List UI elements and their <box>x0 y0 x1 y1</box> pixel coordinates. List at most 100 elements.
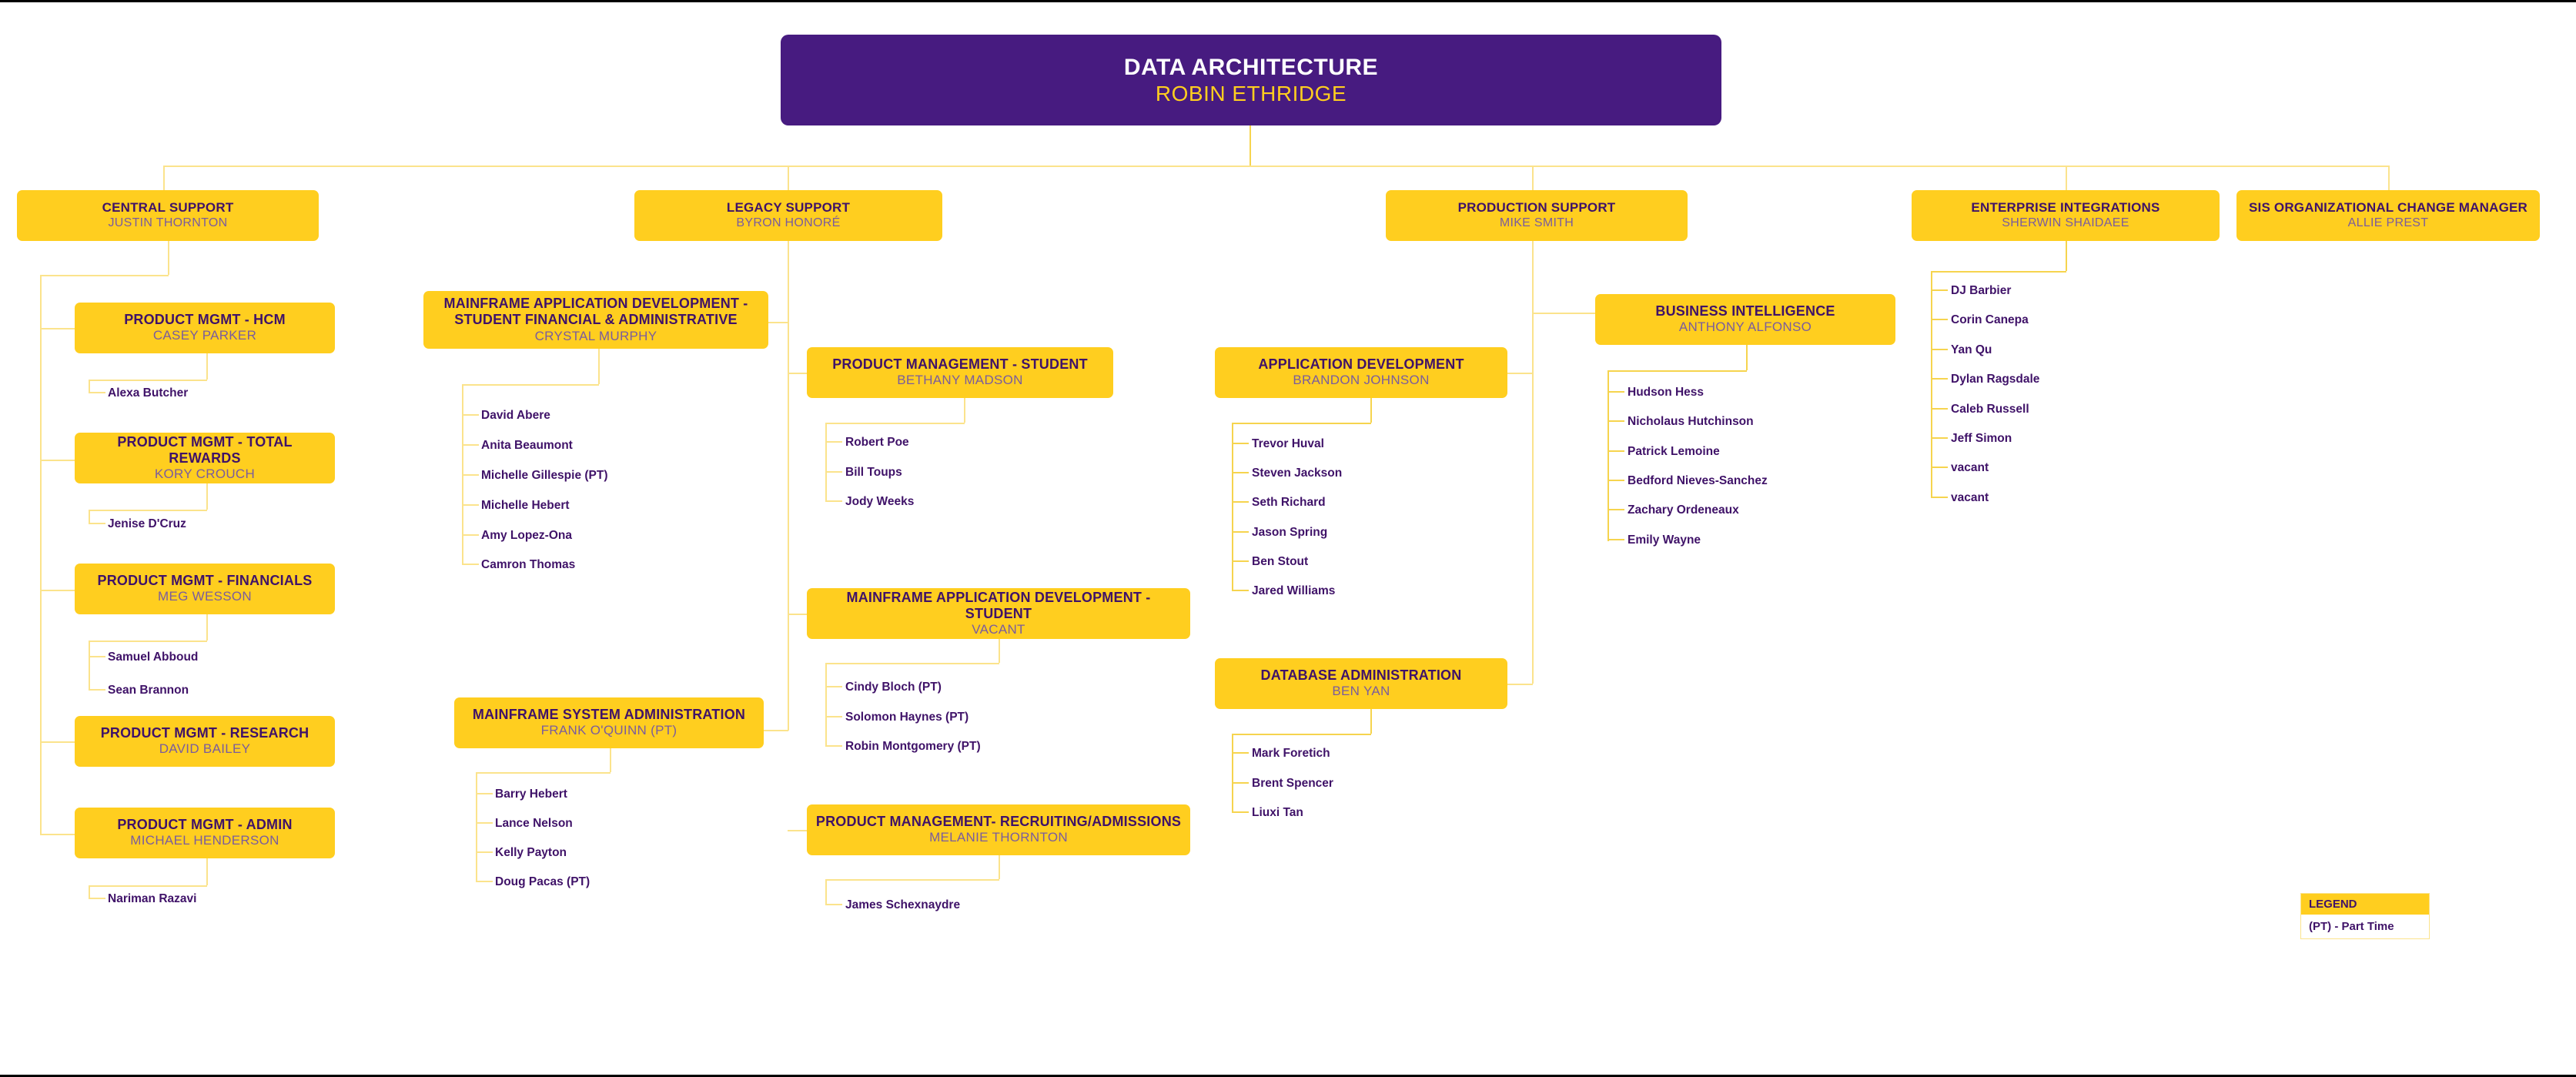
node-title: APPLICATION DEVELOPMENT <box>1258 356 1464 373</box>
connector-appdev-tick-0 <box>1232 443 1249 444</box>
node-product-mgmt-admin[interactable]: PRODUCT MGMT - ADMIN MICHAEL HENDERSON <box>75 808 335 858</box>
node-person: MIKE SMITH <box>1499 216 1574 230</box>
staff-item[interactable]: Jeff Simon <box>1951 432 2012 445</box>
staff-item[interactable]: Seth Richard <box>1252 496 1326 509</box>
staff-item[interactable]: Nariman Razavi <box>108 892 197 905</box>
connector-mf-sfa-tick-0 <box>462 414 479 416</box>
connector-pm-financials-tick-1 <box>89 689 105 691</box>
node-production-support[interactable]: PRODUCTION SUPPORT MIKE SMITH <box>1386 190 1688 241</box>
node-person: CRYSTAL MURPHY <box>534 328 657 343</box>
connector-ei-tick-6 <box>1931 467 1948 468</box>
node-database-administration[interactable]: DATABASE ADMINISTRATION BEN YAN <box>1215 658 1507 709</box>
node-sis-change-manager[interactable]: SIS ORGANIZATIONAL CHANGE MANAGER ALLIE … <box>2236 190 2540 241</box>
staff-item[interactable]: Robin Montgomery (PT) <box>845 740 981 753</box>
staff-item[interactable]: Doug Pacas (PT) <box>495 875 590 888</box>
connector-branch-mainframe-app-dev-student <box>788 614 807 615</box>
connector-mf-student-tick-1 <box>825 716 842 717</box>
staff-item[interactable]: Camron Thomas <box>481 558 576 571</box>
connector-mf-sfa-tick-5 <box>462 564 479 565</box>
staff-item[interactable]: Brent Spencer <box>1252 777 1333 790</box>
staff-item[interactable]: James Schexnaydre <box>845 898 961 911</box>
staff-item[interactable]: Sean Brannon <box>108 684 189 697</box>
staff-item[interactable]: Jason Spring <box>1252 526 1328 539</box>
staff-item[interactable]: Michelle Gillespie (PT) <box>481 469 608 482</box>
staff-item[interactable]: Lance Nelson <box>495 817 573 830</box>
connector-mf-student-spine <box>825 663 827 745</box>
staff-item[interactable]: Yan Qu <box>1951 343 1992 356</box>
connector-mf-sfa-tick-4 <box>462 534 479 536</box>
staff-item[interactable]: Trevor Huval <box>1252 437 1324 450</box>
staff-item[interactable]: Dylan Ragsdale <box>1951 373 2040 386</box>
staff-item[interactable]: David Abere <box>481 409 550 422</box>
node-person: BEN YAN <box>1332 684 1390 699</box>
staff-item[interactable]: Anita Beaumont <box>481 439 573 452</box>
staff-item[interactable]: Jenise D'Cruz <box>108 517 186 530</box>
staff-item[interactable]: Mark Foretich <box>1252 747 1330 760</box>
connector-pm-student-tick-0 <box>825 441 842 443</box>
staff-item[interactable]: Steven Jackson <box>1252 467 1343 480</box>
connector-dba-stem <box>1370 708 1372 734</box>
node-person: FRANK O'QUINN (PT) <box>540 723 677 738</box>
staff-item[interactable]: Caleb Russell <box>1951 403 2029 416</box>
staff-item[interactable]: Amy Lopez-Ona <box>481 529 572 542</box>
connector-appdev-tick-4 <box>1232 560 1249 562</box>
staff-item[interactable]: Cindy Bloch (PT) <box>845 681 942 694</box>
connector-branch-pm-admin <box>40 834 75 835</box>
staff-item[interactable]: DJ Barbier <box>1951 284 2012 297</box>
staff-item[interactable]: Kelly Payton <box>495 846 567 859</box>
staff-item[interactable]: Robert Poe <box>845 436 909 449</box>
staff-item[interactable]: Jared Williams <box>1252 584 1336 597</box>
staff-item[interactable]: Emily Wayne <box>1628 533 1701 547</box>
staff-item[interactable]: Nicholaus Hutchinson <box>1628 415 1754 428</box>
staff-item[interactable]: Patrick Lemoine <box>1628 445 1720 458</box>
node-application-development[interactable]: APPLICATION DEVELOPMENT BRANDON JOHNSON <box>1215 347 1507 398</box>
node-person: BRANDON JOHNSON <box>1293 373 1430 388</box>
connector-pm-hcm-spine <box>89 380 90 393</box>
staff-item[interactable]: Alexa Butcher <box>108 386 189 400</box>
connector-ei-tick-3 <box>1931 378 1948 380</box>
connector-mf-sfa-tick-3 <box>462 504 479 506</box>
staff-item[interactable]: Solomon Haynes (PT) <box>845 711 969 724</box>
node-product-mgmt-research[interactable]: PRODUCT MGMT - RESEARCH DAVID BAILEY <box>75 716 335 767</box>
node-person: ALLIE PREST <box>2347 216 2429 230</box>
connector-drop-production-support <box>1532 166 1534 190</box>
node-mainframe-app-dev-student[interactable]: MAINFRAME APPLICATION DEVELOPMENT - STUD… <box>807 588 1190 639</box>
staff-item[interactable]: Corin Canepa <box>1951 313 2029 326</box>
staff-item[interactable]: Hudson Hess <box>1628 386 1705 399</box>
staff-item[interactable]: Bedford Nieves-Sanchez <box>1628 474 1768 487</box>
connector-branch-mainframe-app-dev-sfa <box>768 322 788 323</box>
legend-box: LEGEND (PT) - Part Time <box>2300 893 2430 939</box>
node-person: MELANIE THORNTON <box>929 830 1068 845</box>
staff-item[interactable]: Jody Weeks <box>845 495 915 508</box>
staff-item[interactable]: Ben Stout <box>1252 555 1309 568</box>
connector-bi-stem <box>1746 344 1748 370</box>
connector-mf-sysadmin-spine <box>476 772 477 881</box>
staff-item[interactable]: Samuel Abboud <box>108 651 199 664</box>
connector-appdev-tick-3 <box>1232 531 1249 533</box>
node-product-mgmt-hcm[interactable]: PRODUCT MGMT - HCM CASEY PARKER <box>75 303 335 353</box>
staff-item[interactable]: Barry Hebert <box>495 788 567 801</box>
staff-item[interactable]: Michelle Hebert <box>481 499 570 512</box>
node-central-support[interactable]: CENTRAL SUPPORT JUSTIN THORNTON <box>17 190 319 241</box>
connector-production-support-spine <box>1532 241 1534 684</box>
node-product-management-student[interactable]: PRODUCT MANAGEMENT - STUDENT BETHANY MAD… <box>807 347 1113 398</box>
connector-drop-enterprise-integrations <box>2066 166 2067 190</box>
node-product-management-recruiting-admissions[interactable]: PRODUCT MANAGEMENT- RECRUITING/ADMISSION… <box>807 804 1190 855</box>
node-enterprise-integrations[interactable]: ENTERPRISE INTEGRATIONS SHERWIN SHAIDAEE <box>1912 190 2220 241</box>
staff-item[interactable]: Liuxi Tan <box>1252 806 1303 819</box>
node-mainframe-app-dev-student-financial-admin[interactable]: MAINFRAME APPLICATION DEVELOPMENT - STUD… <box>423 291 768 349</box>
connector-appdev-stem <box>1370 397 1372 423</box>
staff-item[interactable]: vacant <box>1951 491 1989 504</box>
node-business-intelligence[interactable]: BUSINESS INTELLIGENCE ANTHONY ALFONSO <box>1595 294 1895 345</box>
staff-item[interactable]: Zachary Ordeneaux <box>1628 503 1739 517</box>
node-mainframe-system-administration[interactable]: MAINFRAME SYSTEM ADMINISTRATION FRANK O'… <box>454 697 764 748</box>
connector-branch-pm-financials <box>40 590 75 591</box>
node-data-architecture[interactable]: DATA ARCHITECTURE ROBIN ETHRIDGE <box>781 35 1721 125</box>
staff-item[interactable]: vacant <box>1951 461 1989 474</box>
node-legacy-support[interactable]: LEGACY SUPPORT BYRON HONORÉ <box>634 190 942 241</box>
staff-item[interactable]: Bill Toups <box>845 466 902 479</box>
connector-ei-tick-2 <box>1931 349 1948 350</box>
node-product-mgmt-total-rewards[interactable]: PRODUCT MGMT - TOTAL REWARDS KORY CROUCH <box>75 433 335 483</box>
node-product-mgmt-financials[interactable]: PRODUCT MGMT - FINANCIALS MEG WESSON <box>75 564 335 614</box>
